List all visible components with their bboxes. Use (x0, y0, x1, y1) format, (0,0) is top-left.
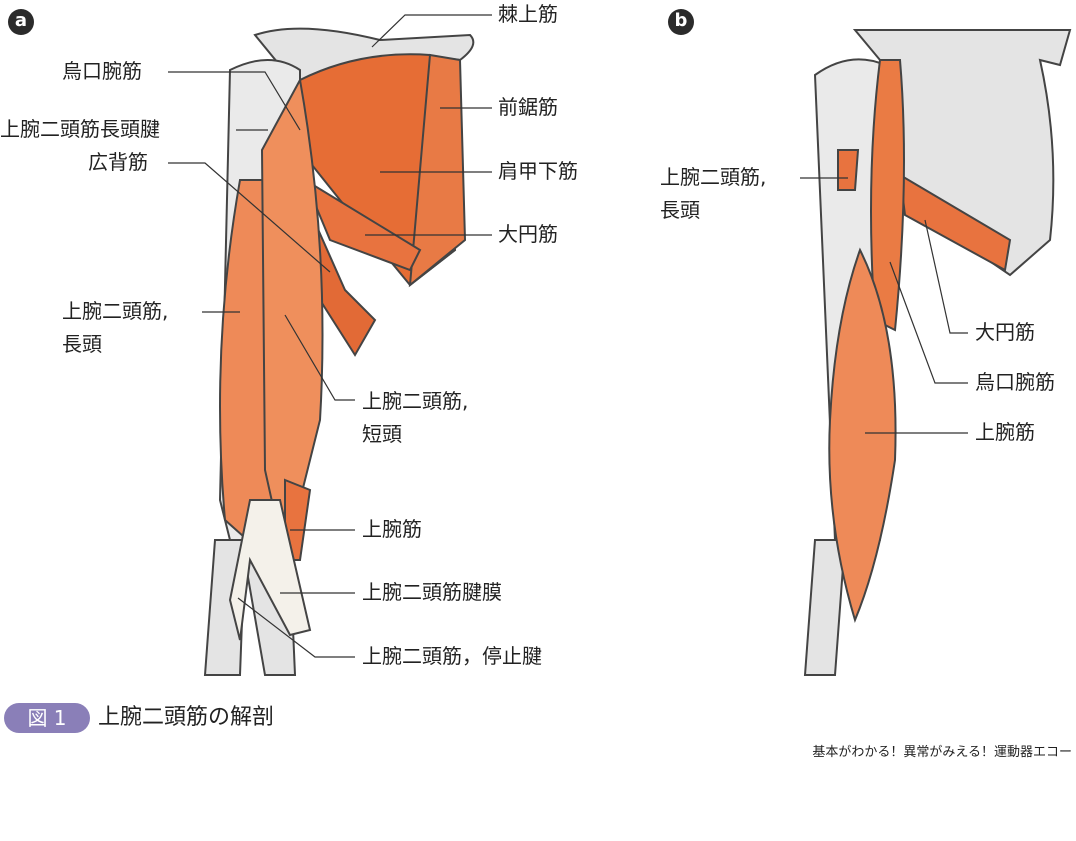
label-long-head-tendon: 上腕二頭筋長頭腱 (0, 117, 160, 141)
leader-lines (168, 14, 968, 658)
tendon (228, 499, 312, 641)
scapula-bone-b (852, 29, 1072, 277)
label-brachialis-b: 上腕筋 (975, 420, 1035, 444)
label-short-head-line2: 短頭 (362, 422, 402, 446)
label-insertion-tendon: 上腕二頭筋，停止腱 (362, 644, 542, 668)
panel-a-marker: a (8, 9, 34, 35)
serratus-muscle (408, 53, 467, 288)
label-coracobrachialis-a: 烏口腕筋 (62, 59, 142, 83)
label-long-head-a: 上腕二頭筋, 長頭 (62, 295, 168, 361)
label-aponeurosis: 上腕二頭筋腱膜 (362, 580, 502, 604)
label-teres-major-a: 大円筋 (498, 222, 558, 246)
label-serratus-anterior: 前鋸筋 (498, 95, 558, 119)
biceps-short-head (260, 77, 324, 561)
label-short-head: 上腕二頭筋, 短頭 (362, 385, 468, 451)
source-credit: 基本がわかる！異常がみえる！運動器エコー (812, 745, 1072, 760)
figure-title: 上腕二頭筋の解剖 (98, 705, 275, 730)
panel-b-art (803, 29, 1072, 676)
figure-badge: 図 1 (4, 703, 90, 733)
label-supraspinatus: 棘上筋 (498, 2, 558, 26)
label-long-head-a-line2: 長頭 (62, 332, 102, 356)
label-long-head-b: 上腕二頭筋, 長頭 (660, 161, 766, 227)
forearm-bone-b (803, 539, 847, 676)
label-short-head-line1: 上腕二頭筋, (362, 389, 469, 413)
label-brachialis-a: 上腕筋 (362, 517, 422, 541)
coracobrachialis-b (870, 59, 905, 332)
panel-b-marker: b (668, 9, 694, 35)
label-long-head-b-line2: 長頭 (660, 198, 700, 222)
label-latissimus-dorsi: 広背筋 (88, 150, 148, 174)
brachialis-b (828, 247, 897, 623)
panel-a-art (203, 27, 475, 676)
label-long-head-b-line1: 上腕二頭筋, (660, 165, 767, 189)
label-subscapularis: 肩甲下筋 (498, 159, 578, 183)
label-teres-major-b: 大円筋 (975, 320, 1035, 344)
label-long-head-a-line1: 上腕二頭筋, (62, 299, 169, 323)
label-coracobrachialis-b: 烏口腕筋 (975, 370, 1055, 394)
teres-major-muscle (302, 177, 422, 272)
biceps-long-head-b (837, 149, 860, 191)
